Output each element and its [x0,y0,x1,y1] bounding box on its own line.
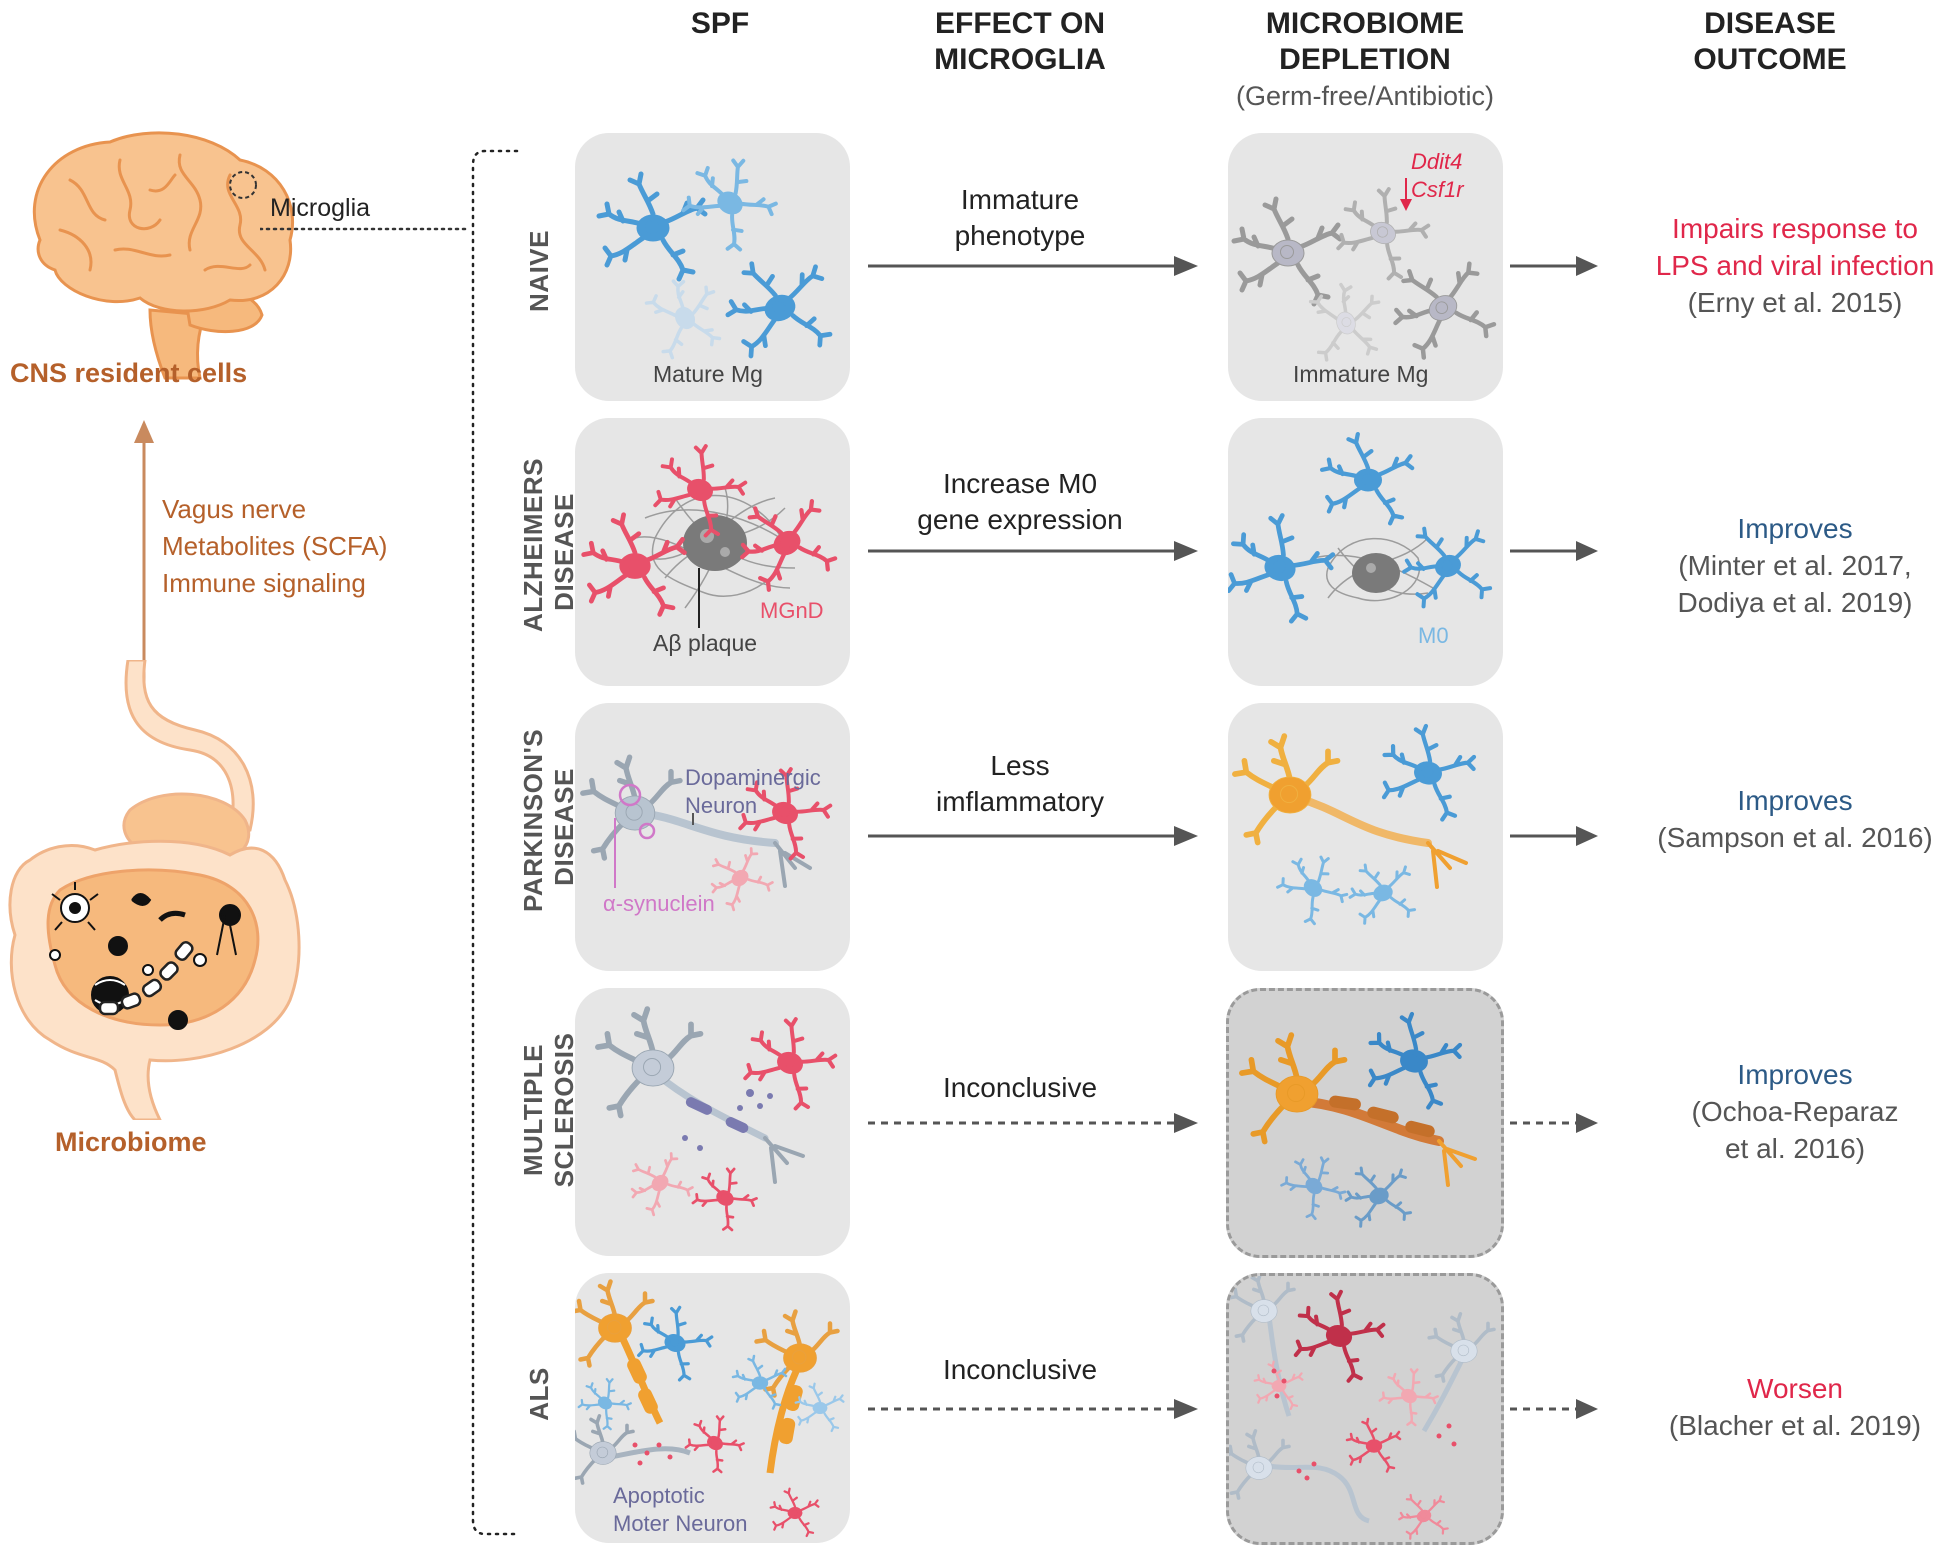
tag-neuron: Neuron [685,793,758,818]
panel-parkinsons-depletion [1228,703,1503,971]
panel-parkinsons-spf: Dopaminergic Neuron α-synuclein [575,703,850,971]
panel-naive-spf: Mature Mg [575,133,850,401]
tag-moter-neuron: Moter Neuron [613,1511,748,1536]
gene-label-csf1r: Csf1r [1411,177,1464,202]
pathway-line-metabolites: Metabolites (SCFA) [162,531,388,561]
gene-label-ddit4: Ddit4 [1411,149,1463,174]
outcome-als: Worsen (Blacher et al. 2019) [1668,1373,1922,1441]
arrow-ms-outcome [1510,1113,1598,1133]
outcome-naive: Impairs response to LPS and viral infect… [1655,213,1935,318]
tag-mgnd: MGnD [760,598,824,623]
arrow-ms-effect [868,1113,1198,1133]
gut-microbiome-illustration [8,660,301,1120]
panel-als-spf: Apoptotic Moter Neuron [575,1273,850,1543]
outcome-ms: Improves (Ochoa-Reparaz et al. 2016) [1691,1059,1899,1164]
arrow-als-effect [868,1399,1198,1419]
effect-als: Inconclusive [942,1354,1098,1385]
panel-alzheimers-spf: MGnD Aβ plaque [575,418,850,686]
panel-caption-mature-mg: Mature Mg [653,361,763,387]
panel-caption-abeta-plaque: Aβ plaque [653,630,758,656]
cns-resident-label: CNS resident cells [10,358,248,388]
pathway-line-vagus: Vagus nerve [162,494,307,524]
arrow-alzheimers-effect [868,541,1198,561]
arrow-parkinsons-effect [868,826,1198,846]
panel-naive-depletion: Ddit4 Csf1r Immature Mg [1228,133,1503,401]
panel-als-depletion [1226,1273,1504,1545]
tag-alpha-synuclein: α-synuclein [603,891,715,916]
row-label-als: ALS [524,1367,554,1421]
pathway-line-immune: Immune signaling [162,568,366,598]
tag-dopaminergic: Dopaminergic [685,765,821,790]
outcome-parkinsons: Improves (Sampson et al. 2016) [1657,785,1933,853]
panel-ms-depletion [1226,988,1504,1258]
panel-caption-immature-mg: Immature Mg [1293,361,1429,387]
row-label-naive: NAIVE [524,230,554,312]
arrow-naive-outcome [1510,256,1598,276]
row-bracket [471,149,519,1536]
arrow-parkinsons-outcome [1510,826,1598,846]
arrow-naive-effect [868,256,1198,276]
arrow-als-outcome [1510,1399,1598,1419]
header-spf: SPF [690,7,750,40]
panel-ms-spf [575,988,850,1256]
microbiome-label: Microbiome [55,1127,207,1157]
gut-brain-arrow [134,420,154,700]
brain-illustration [33,131,295,380]
tag-m0: M0 [1418,623,1449,648]
arrow-alzheimers-outcome [1510,541,1598,561]
microglia-label: Microglia [270,194,371,222]
tag-apoptotic: Apoptotic [613,1483,705,1508]
outcome-alzheimers: Improves (Minter et al. 2017, Dodiya et … [1677,513,1913,618]
panel-alzheimers-depletion: M0 [1228,418,1503,686]
microglia-dotted-connector [260,227,472,231]
effect-ms: Inconclusive [942,1072,1098,1103]
